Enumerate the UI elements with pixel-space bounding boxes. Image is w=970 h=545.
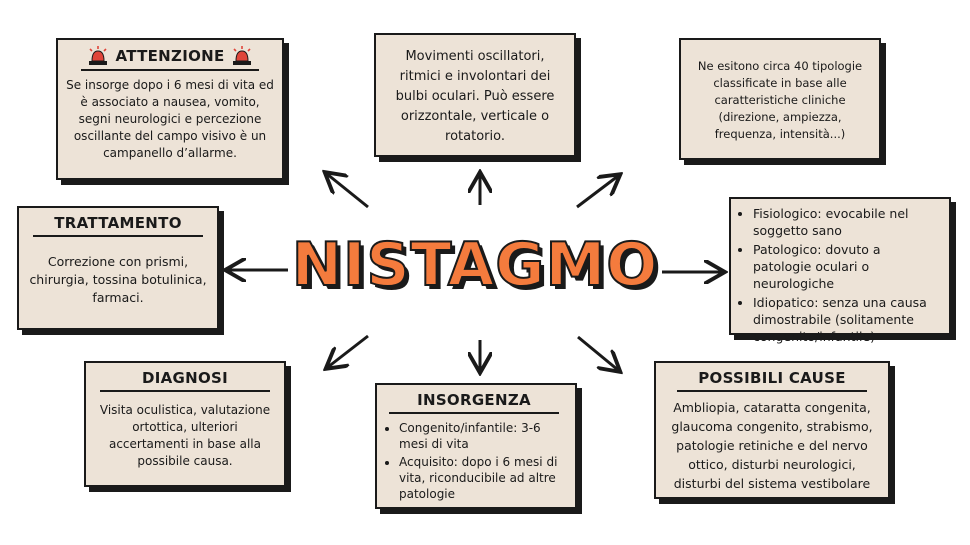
attenzione-title: ATTENZIONE [115, 47, 225, 65]
arrow-to-tipologie [576, 176, 618, 209]
list-item: Fisiologico: evocabile nel soggetto sano [753, 205, 941, 239]
tipologie-text: Ne esitono circa 40 tipologie classifica… [697, 59, 863, 141]
trattamento-box: TRATTAMENTO Correzione con prismi, chiru… [17, 206, 219, 330]
arrow-to-cause [577, 335, 618, 370]
siren-icon [232, 46, 251, 65]
definizione-box: Movimenti oscillatori, ritmici e involon… [374, 33, 576, 157]
cause-text: Ambliopia, cataratta congenita, glaucoma… [671, 400, 873, 491]
insorgenza-list: Congenito/infantile: 3-6 mesi di vita Ac… [381, 420, 567, 502]
list-item: Idiopatico: senza una causa dimostrabile… [753, 294, 941, 345]
trattamento-title: TRATTAMENTO [33, 214, 203, 237]
cause-box: POSSIBILI CAUSE Ambliopia, cataratta con… [654, 361, 890, 499]
diagnosi-text: Visita oculistica, valutazione ortottica… [99, 403, 271, 468]
siren-icon [89, 46, 108, 65]
list-item: Patologico: dovuto a patologie oculari o… [753, 241, 941, 292]
attenzione-box: ATTENZIONE Se insorge dopo i 6 mesi di v… [56, 38, 284, 180]
list-item: Congenito/infantile: 3-6 mesi di vita [399, 420, 567, 452]
main-title: NISTAGMO [291, 229, 659, 301]
insorgenza-box: INSORGENZA Congenito/infantile: 3-6 mesi… [375, 383, 577, 509]
diagnosi-title: DIAGNOSI [100, 369, 270, 392]
diagnosi-box: DIAGNOSI Visita oculistica, valutazione … [84, 361, 286, 487]
classificazione-list: Fisiologico: evocabile nel soggetto sano… [735, 205, 941, 345]
attenzione-text: Se insorge dopo i 6 mesi di vita ed è as… [66, 78, 274, 160]
classificazione-box: Fisiologico: evocabile nel soggetto sano… [729, 197, 951, 344]
definizione-text: Movimenti oscillatori, ritmici e involon… [395, 49, 555, 144]
list-item: Acquisito: dopo i 6 mesi di vita, ricond… [399, 454, 567, 502]
trattamento-text: Correzione con prismi, chirurgia, tossin… [29, 254, 207, 305]
arrow-to-attenzione [327, 174, 369, 209]
attenzione-title-row: ATTENZIONE [81, 46, 259, 71]
tipologie-box: Ne esitono circa 40 tipologie classifica… [679, 38, 881, 160]
insorgenza-title: INSORGENZA [389, 391, 559, 414]
arrow-to-diagnosi [328, 334, 369, 367]
cause-title: POSSIBILI CAUSE [677, 369, 867, 392]
